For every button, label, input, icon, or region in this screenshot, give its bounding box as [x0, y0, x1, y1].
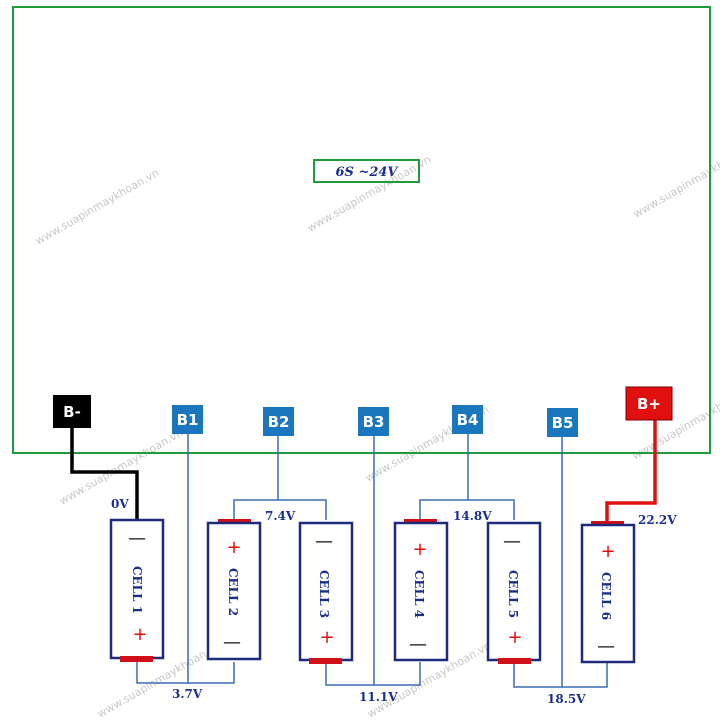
- terminal-b-plus: B+: [625, 386, 673, 421]
- terminal-b-plus-label: B+: [637, 395, 661, 413]
- wire-b3: [325, 433, 375, 686]
- board-label: 6S ~24V: [335, 165, 399, 180]
- cell-6: + — CELL 6: [580, 521, 636, 664]
- cells: — + CELL 1 + — CELL 2 — + CELL 3 + — CEL…: [109, 518, 636, 664]
- wire-b5: [513, 433, 563, 688]
- cell-label: CELL 4: [412, 570, 426, 618]
- plus-sign: +: [132, 624, 147, 645]
- cell-body: [109, 518, 165, 660]
- terminal-b-minus: B-: [53, 395, 91, 428]
- wire-b1: [136, 433, 189, 684]
- terminal-b1: B1: [172, 405, 203, 434]
- cell-body: [393, 521, 449, 662]
- plus-sign: +: [412, 539, 427, 560]
- terminal-b3-label: B3: [363, 413, 385, 431]
- terminal-b4-label: B4: [457, 411, 479, 429]
- positive-terminal: [120, 656, 153, 662]
- terminal-b2: B2: [263, 407, 294, 436]
- cell-body: [580, 523, 636, 664]
- cell-3: — + CELL 3: [298, 521, 354, 664]
- voltage-label-0v: 0V: [111, 497, 129, 511]
- cell-body: [486, 521, 542, 662]
- terminal-b4: B4: [452, 405, 483, 434]
- plus-sign: +: [600, 541, 615, 562]
- voltage-label-7-4v: 7.4V: [265, 509, 296, 523]
- wire-b5-cell6: [562, 662, 608, 688]
- terminal-b5: B5: [547, 408, 578, 437]
- positive-terminal: [309, 658, 342, 664]
- plus-sign: +: [319, 627, 334, 648]
- terminal-b-minus-tag: [53, 395, 91, 428]
- positive-terminal: [498, 658, 531, 664]
- terminal-b2-tag: [263, 407, 294, 436]
- wire-b2: [233, 433, 279, 520]
- wire-b1-cell2: [188, 662, 235, 684]
- voltage-label-22-2v: 22.2V: [638, 513, 677, 527]
- balance-wires: [136, 433, 608, 688]
- voltage-label-14-8v: 14.8V: [453, 509, 492, 523]
- terminal-b3: B3: [358, 407, 389, 436]
- voltage-label-11-1v: 11.1V: [359, 690, 398, 704]
- wire-b2-cell3: [278, 499, 327, 520]
- wire-b3-cell4: [374, 662, 421, 686]
- minus-sign: —: [597, 636, 615, 657]
- wire-b-minus: [70, 428, 139, 520]
- cell-body: [298, 521, 354, 662]
- voltage-label-3-7v: 3.7V: [172, 687, 203, 701]
- cell-label: CELL 1: [130, 566, 144, 614]
- watermark: www.suapinmaykhoan.vn: [631, 139, 720, 221]
- minus-sign: —: [409, 634, 427, 655]
- terminal-b1-tag: [172, 405, 203, 434]
- terminal-b5-tag: [547, 408, 578, 437]
- terminal-tags: B- B1 B2 B3 B4 B5 B+: [53, 386, 673, 437]
- plus-sign: +: [226, 537, 241, 558]
- terminal-b2-label: B2: [268, 413, 290, 431]
- cell-4: + — CELL 4: [393, 519, 449, 662]
- terminal-b1-label: B1: [177, 411, 199, 429]
- wire-b-plus: [605, 420, 657, 522]
- bms-board: [12, 6, 711, 454]
- minus-sign: —: [315, 531, 333, 552]
- cell-label: CELL 3: [317, 570, 331, 618]
- cell-label: CELL 2: [226, 568, 240, 616]
- minus-sign: —: [223, 632, 241, 653]
- cell-label: CELL 6: [599, 572, 613, 620]
- minus-sign: —: [128, 528, 146, 549]
- plus-sign: +: [507, 627, 522, 648]
- watermark: www.suapinmaykhoan.vn: [57, 426, 185, 508]
- cell-1: — + CELL 1: [109, 518, 165, 662]
- board-label-box: [313, 159, 420, 183]
- wire-b4: [419, 433, 469, 520]
- terminal-b5-label: B5: [552, 414, 574, 432]
- terminal-b3-tag: [358, 407, 389, 436]
- terminal-b-plus-tag: [625, 386, 673, 421]
- minus-sign: —: [503, 531, 521, 552]
- wire-b4-cell5: [468, 499, 515, 520]
- terminal-b-minus-label: B-: [63, 403, 81, 421]
- cell-label: CELL 5: [506, 570, 520, 618]
- cell-5: — + CELL 5: [486, 521, 542, 664]
- voltage-label-18-5v: 18.5V: [547, 692, 586, 706]
- voltage-labels: 0V 3.7V 7.4V 11.1V 14.8V 18.5V 22.2V: [111, 497, 677, 706]
- cell-body: [206, 521, 262, 661]
- watermark: www.suapinmaykhoan.vn: [33, 166, 161, 248]
- cell-2: + — CELL 2: [206, 519, 262, 661]
- terminal-b4-tag: [452, 405, 483, 434]
